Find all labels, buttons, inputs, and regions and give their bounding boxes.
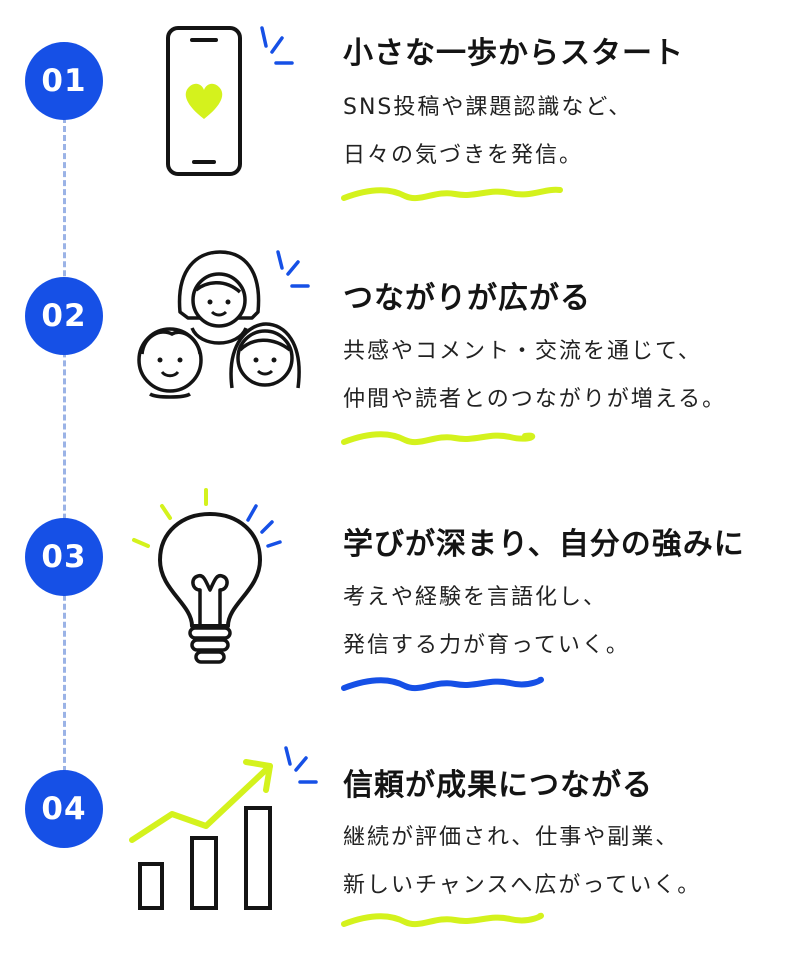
lightbulb-icon: [132, 488, 282, 664]
squiggle-underline-04: [341, 912, 544, 928]
step-desc-03-line-1: 考えや経験を言語化し、: [343, 585, 608, 610]
step-badge-01: 01: [25, 42, 103, 120]
step-desc-03-line-2: 発信する力が育っていく。: [343, 633, 630, 658]
step-desc-01: SNS投稿や課題認識など、 日々の気づきを発信。: [343, 84, 632, 180]
step-badge-03: 03: [25, 518, 103, 596]
step-desc-02-line-1: 共感やコメント・交流を通じて、: [343, 339, 702, 364]
step-desc-02: 共感やコメント・交流を通じて、 仲間や読者とのつながりが増える。: [343, 328, 726, 424]
step-desc-04-line-1: 継続が評価され、仕事や副業、: [343, 825, 680, 850]
step-title-01: 小さな一歩からスタート: [343, 36, 684, 71]
step-desc-01-line-1: SNS投稿や課題認識など、: [343, 95, 633, 120]
step-badge-04: 04: [25, 770, 103, 848]
step-title-02: つながりが広がる: [343, 281, 591, 316]
step-title-04: 信頼が成果につながる: [343, 768, 653, 803]
step-desc-04: 継続が評価され、仕事や副業、 新しいチャンスへ広がっていく。: [343, 814, 701, 910]
step-desc-04-line-2: 新しいチャンスへ広がっていく。: [343, 873, 702, 898]
squiggle-underline-01: [341, 186, 563, 202]
timeline-connector: [63, 108, 66, 808]
smartphone-heart-icon: [166, 26, 294, 176]
step-title-03: 学びが深まり、自分の強みに: [343, 527, 745, 562]
step-badge-02: 02: [25, 277, 103, 355]
people-group-icon: [137, 250, 310, 399]
growth-chart-icon: [129, 746, 318, 910]
step-desc-03: 考えや経験を言語化し、 発信する力が育っていく。: [343, 574, 630, 670]
squiggle-underline-03: [341, 676, 544, 692]
step-desc-01-line-2: 日々の気づきを発信。: [343, 143, 584, 168]
squiggle-underline-02: [341, 431, 536, 446]
step-desc-02-line-2: 仲間や読者とのつながりが増える。: [343, 387, 727, 412]
